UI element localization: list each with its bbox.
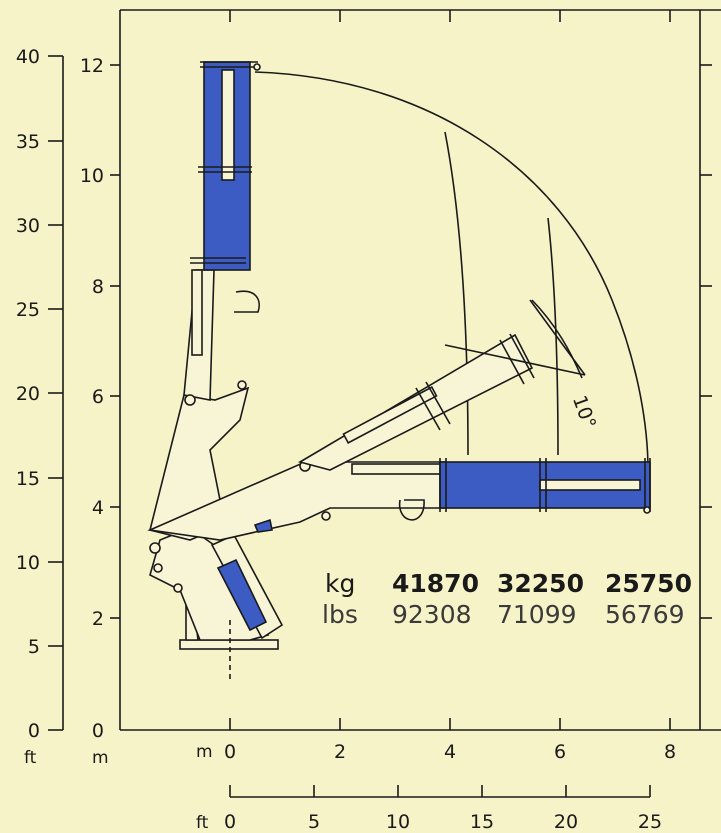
kg-unit-label: kg [325, 569, 355, 598]
bottom-m-tick-label: 0 [224, 741, 236, 763]
m-tick-label: 12 [80, 55, 104, 77]
bottom-m-unit-label: m [196, 742, 213, 762]
bottom-m-axis: m 0 2 4 6 8 [196, 718, 676, 763]
m-unit-label: m [92, 748, 109, 768]
bottom-ft-tick-label: 10 [386, 811, 410, 833]
ft-tick-label: 10 [16, 552, 40, 574]
crane-base [149, 527, 279, 680]
bottom-m-tick-label: 4 [444, 741, 456, 763]
bottom-m-tick-label: 6 [554, 741, 566, 763]
lbs-value: 71099 [497, 600, 577, 629]
bottom-ft-tick-label: 0 [224, 811, 236, 833]
m-tick-label: 2 [92, 608, 104, 630]
m-tick-label: 10 [80, 165, 104, 187]
inclined-boom [297, 299, 586, 471]
main-lift-cylinder [210, 533, 284, 640]
bottom-ft-tick-label: 5 [308, 811, 320, 833]
lbs-value: 56769 [605, 600, 685, 629]
ft-tick-label: 40 [16, 46, 40, 68]
lbs-unit-label: lbs [322, 600, 358, 629]
left-m-axis: 0 2 4 6 8 10 12 m [80, 55, 120, 768]
kg-value: 32250 [497, 569, 584, 598]
bottom-m-tick-label: 2 [334, 741, 346, 763]
m-tick-label: 6 [92, 386, 104, 408]
bottom-ft-unit-label: ft [196, 813, 209, 833]
ft-tick-label: 30 [16, 215, 40, 237]
extension-boom-vertical [190, 61, 261, 313]
bottom-m-tick-label: 8 [664, 741, 676, 763]
bottom-ft-tick-label: 20 [554, 811, 578, 833]
left-ft-axis: 0 5 10 15 20 25 30 35 40 ft [16, 46, 64, 768]
ft-tick-label: 15 [16, 468, 40, 490]
ft-tick-label: 20 [16, 383, 40, 405]
m-tick-label: 4 [92, 497, 104, 519]
kg-value: 41870 [392, 569, 479, 598]
ft-tick-label: 5 [28, 636, 40, 658]
bottom-ft-axis: ft 0 5 10 15 20 25 [196, 785, 662, 833]
bottom-ft-tick-label: 15 [470, 811, 494, 833]
ft-tick-label: 35 [16, 131, 40, 153]
kg-value: 25750 [605, 569, 692, 598]
lbs-value: 92308 [392, 600, 472, 629]
m-tick-label: 8 [92, 276, 104, 298]
ft-tick-label: 25 [16, 299, 40, 321]
boom-angle-label: 10° [568, 393, 600, 432]
capacity-table: kg 41870 32250 25750 lbs 92308 71099 567… [322, 569, 692, 629]
ft-tick-label: 0 [28, 720, 40, 742]
chart-frame [119, 9, 721, 731]
extension-boom-horizontal [439, 458, 651, 514]
m-tick-label: 0 [92, 720, 104, 742]
ft-unit-label: ft [24, 748, 37, 768]
bottom-ft-tick-label: 25 [638, 811, 662, 833]
